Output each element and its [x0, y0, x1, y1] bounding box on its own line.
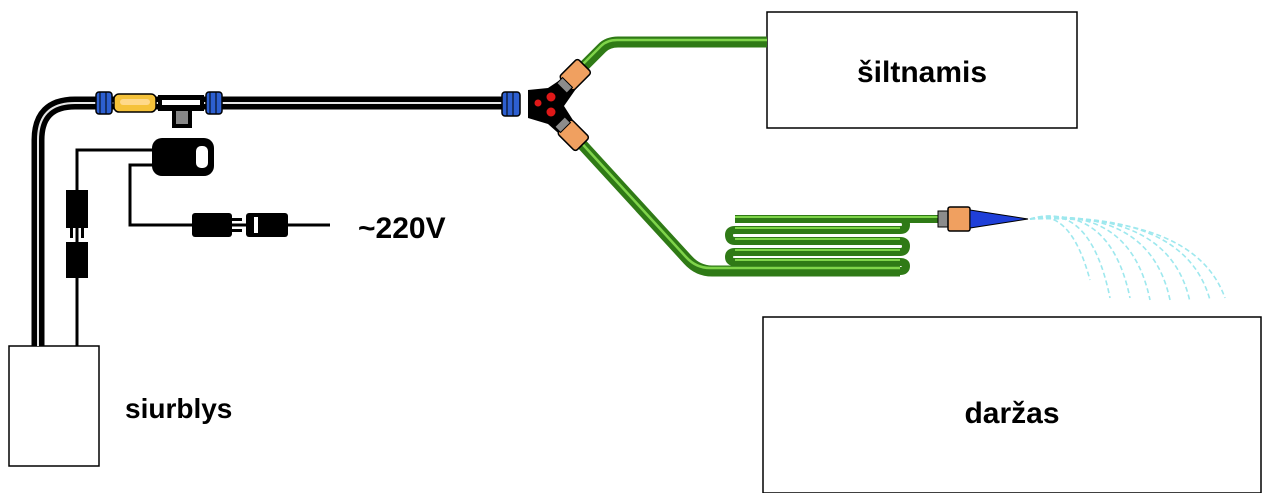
pump-box [8, 345, 100, 467]
greenhouse-box [766, 11, 1078, 129]
garden-box [762, 316, 1262, 494]
hose-coil [724, 215, 945, 275]
orange-connector-bottom [554, 116, 590, 152]
pump-label: siurblys [125, 393, 232, 424]
splitter-dot-bottom [546, 107, 556, 117]
garden-label: daržas [964, 397, 1059, 430]
voltage-label: ~220V [358, 212, 446, 245]
yellow-valve [113, 93, 157, 113]
blue-fitting-right [501, 91, 521, 117]
blue-fitting-middle [205, 91, 223, 115]
power-plug-left [192, 213, 232, 237]
power-plug-right [246, 213, 288, 237]
pressure-switch [152, 106, 214, 176]
green-hose-greenhouse [573, 36, 767, 77]
cable-plug-upper [66, 190, 88, 228]
main-hose [31, 96, 505, 346]
greenhouse-label: šiltnamis [857, 56, 987, 89]
tee-fitting [158, 95, 204, 111]
blue-fitting-left [95, 91, 113, 115]
splitter-dot-top [546, 92, 556, 102]
cable-plug-lower [66, 242, 88, 278]
orange-connector-top [556, 58, 592, 94]
green-hose-garden [573, 136, 900, 277]
spray-nozzle [937, 206, 1029, 232]
power-cable [128, 163, 330, 237]
water-spray [1029, 215, 1226, 303]
pump-cable [66, 148, 160, 346]
